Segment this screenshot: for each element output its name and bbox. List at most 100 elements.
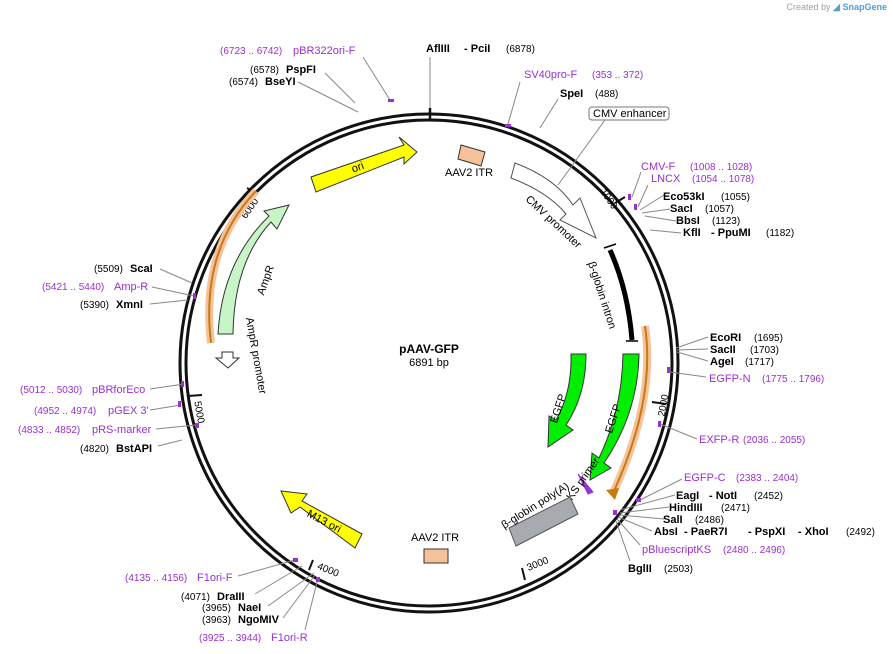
exfp-r-primer[interactable]: EXFP-R (2036 .. 2055) <box>699 434 805 446</box>
aav2-itr-left-feature[interactable] <box>457 144 486 167</box>
hindiii-name: HindIII <box>669 502 703 514</box>
egfp-c-name: EGFP-C <box>684 472 726 484</box>
f1ori-f-leader <box>237 559 296 577</box>
kfli-site[interactable]: KflI - PpuMI (1182) <box>683 227 794 239</box>
cmv-f-name: CMV-F <box>641 161 676 173</box>
lncx-primer[interactable]: LNCX (1054 .. 1078) <box>651 173 754 185</box>
egfp-n-primer[interactable]: EGFP-N (1775 .. 1796) <box>709 373 824 385</box>
amp-r-primer[interactable]: (5421 .. 5440) Amp-R <box>42 281 148 293</box>
bbsi-site[interactable]: BbsI (1123) <box>676 215 740 227</box>
bglii-site[interactable]: BglII (2503) <box>628 563 693 575</box>
lncx-mark <box>634 204 637 210</box>
ampr-promoter-feature[interactable] <box>214 351 241 369</box>
bstapi-site[interactable]: (4820) BstAPI <box>80 443 152 455</box>
draiii-leader <box>254 565 303 595</box>
ngomiv-site[interactable]: (3963) NgoMIV <box>202 614 280 626</box>
afliii-name: AflIII <box>426 43 450 55</box>
f1ori-f-pos: (4135 .. 4156) <box>125 573 187 584</box>
f1ori-f-mark <box>293 558 298 562</box>
enzyme-labels: AflIII - PciI (6878) SpeI (488) Eco53kI … <box>80 43 875 626</box>
bseyi-site[interactable]: (6574) BseYI <box>229 76 296 88</box>
bbsi-leader <box>644 215 677 222</box>
plasmid-name: pAAV-GFP <box>399 342 459 356</box>
pbluescriptks-primer[interactable]: pBluescriptKS (2480 .. 2496) <box>642 544 785 556</box>
eagi-site[interactable]: EagI - NotI (2452) <box>676 490 783 502</box>
scai-site[interactable]: (5509) ScaI <box>94 263 153 275</box>
naei-site[interactable]: (3965) NaeI <box>202 602 261 614</box>
egfp-2-feature[interactable] <box>589 353 640 481</box>
f1ori-f-primer[interactable]: (4135 .. 4156) F1ori-F <box>125 572 233 584</box>
pspfi-site[interactable]: (6578) PspFI <box>250 64 316 76</box>
absi-site[interactable]: AbsI - PaeR7I - PspXI - XhoI (2492) <box>654 526 875 538</box>
saci-site[interactable]: SacI (1057) <box>670 203 734 215</box>
pgex-leader <box>149 404 182 411</box>
m13-ori-feature[interactable] <box>280 490 363 549</box>
egfp-c-primer[interactable]: EGFP-C (2383 .. 2404) <box>684 472 798 484</box>
aav2-itr-right-feature[interactable] <box>423 548 449 564</box>
tick-1000-mark <box>614 196 626 204</box>
spei-site[interactable]: SpeI (488) <box>560 88 618 100</box>
pbrforeco-name: pBRforEco <box>92 384 145 396</box>
agei-site[interactable]: AgeI (1717) <box>710 356 774 368</box>
pgex3-primer[interactable]: (4952 .. 4974) pGEX 3' <box>34 405 149 417</box>
beta-globin-intron-feature[interactable] <box>607 248 635 341</box>
lncx-name: LNCX <box>651 173 681 185</box>
m13-ori-label: M13 ori <box>305 508 343 536</box>
ppumi-name-bind: PpuMI <box>718 227 751 239</box>
sali-leader <box>618 514 665 520</box>
sv40-leader <box>507 81 521 125</box>
xmni-site[interactable]: (5390) XmnI <box>80 299 143 311</box>
afliii-pos: (6878) <box>506 44 535 55</box>
sv40pro-f-primer[interactable]: SV40pro-F (353 .. 372) <box>524 69 643 81</box>
pbrforeco-primer[interactable]: (5012 .. 5030) pBRforEco <box>20 384 145 396</box>
sv40pro-f-name: SV40pro-F <box>524 69 577 81</box>
draiii-name: DraIII <box>217 591 245 603</box>
xmni-leader <box>149 299 189 305</box>
saci-name: SacI <box>670 203 693 215</box>
scai-leader <box>159 268 193 284</box>
ngomiv-name: NgoMIV <box>238 614 280 626</box>
bglii-leader <box>615 520 631 562</box>
pspxi-name: - PspXI <box>748 526 785 538</box>
cmv-f-primer[interactable]: CMV-F (1008 .. 1028) <box>641 161 752 173</box>
bglii-name: BglII <box>628 563 652 575</box>
eagi-name: EagI <box>676 490 699 502</box>
pbrforeco-pos: (5012 .. 5030) <box>20 385 82 396</box>
egfp-1-feature[interactable] <box>547 353 587 448</box>
intron-start-bar <box>603 243 617 249</box>
ori-label: ori <box>350 160 366 175</box>
ecori-leader <box>675 336 709 349</box>
exfp-r-pos: (2036 .. 2055) <box>743 435 805 446</box>
f1ori-r-mark <box>316 577 320 582</box>
prs-marker-primer[interactable]: (4833 .. 4852) pRS-marker <box>18 424 152 436</box>
plasmid-size: 6891 bp <box>409 357 449 369</box>
naei-leader <box>267 572 315 607</box>
beta-globin-polya-feature[interactable] <box>508 496 579 547</box>
amp-r-mark <box>193 293 196 299</box>
draiii-site[interactable]: (4071) DraIII <box>181 591 245 603</box>
bstapi-pos: (4820) <box>80 444 109 455</box>
pbluescriptks-mark <box>613 510 617 515</box>
ori-feature[interactable] <box>310 136 418 193</box>
tick-4000-mark <box>308 559 314 571</box>
afliii-site[interactable]: AflIII - PciI (6878) <box>426 43 535 55</box>
pbluescriptks-name: pBluescriptKS <box>642 544 711 556</box>
eco53ki-site[interactable]: Eco53kI (1055) <box>663 191 750 203</box>
paer7i-name: - PaeR7I <box>684 526 727 538</box>
sv40-mark <box>505 124 511 127</box>
f1ori-r-primer[interactable]: (3925 .. 3944) F1ori-R <box>199 632 308 644</box>
tick-3000: 3000 <box>526 555 551 574</box>
sv40pro-f-pos: (353 .. 372) <box>592 70 643 81</box>
eco53ki-leader <box>639 194 665 211</box>
sacii-site[interactable]: SacII (1703) <box>710 344 779 356</box>
ampr-feature[interactable] <box>217 204 290 335</box>
sali-site[interactable]: SalI (2486) <box>663 514 724 526</box>
cmv-promoter-feature[interactable] <box>510 162 597 240</box>
pbr322ori-f-primer[interactable]: (6723 .. 6742) pBR322ori-F <box>220 45 356 57</box>
saci-leader <box>641 208 671 214</box>
ks-primer-feature[interactable] <box>577 473 594 495</box>
prs-leader <box>155 424 197 430</box>
hindiii-site[interactable]: HindIII (2471) <box>669 502 750 514</box>
ecori-site[interactable]: EcoRI (1695) <box>710 332 783 344</box>
